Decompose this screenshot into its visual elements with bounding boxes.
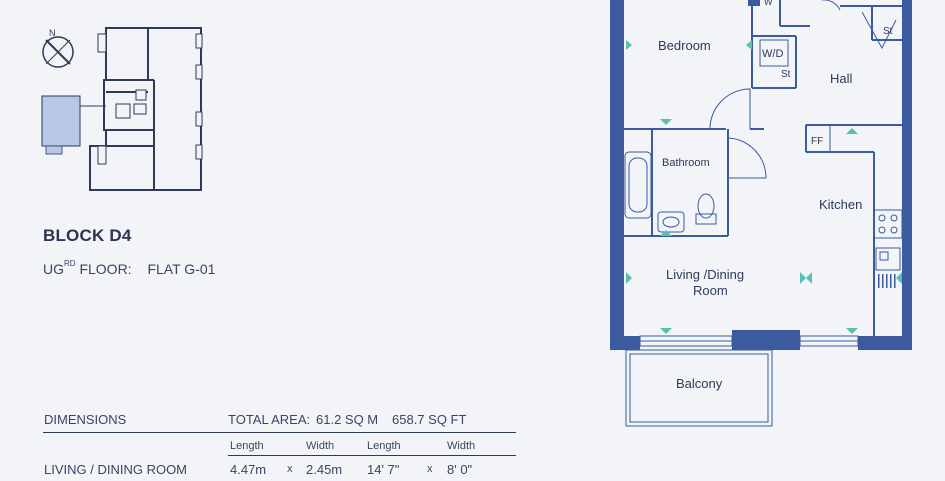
times-sign: x	[287, 463, 293, 475]
block-title: BLOCK D4	[43, 226, 132, 245]
accent-markers	[626, 40, 902, 334]
col-header-length-ft: Length	[367, 440, 401, 452]
room-label-bedroom: Bedroom	[658, 38, 711, 53]
divider	[228, 455, 516, 456]
washer-dryer-icon	[759, 39, 789, 67]
room-label-storage: St	[781, 69, 791, 80]
floor-level: UG	[43, 261, 64, 277]
floor-word: FLOOR:	[79, 261, 132, 277]
north-label: N	[49, 28, 56, 38]
col-header-width-m: Width	[306, 440, 335, 452]
kitchen-sink-icon	[875, 247, 901, 271]
room-name: LIVING / DINING ROOM	[44, 462, 188, 477]
floor-line: UGRD FLOOR: FLAT G-01	[43, 259, 216, 277]
col-header-length-m: Length	[230, 440, 264, 452]
width-ft: 8' 0"	[447, 462, 473, 477]
room-label-kitchen: Kitchen	[819, 197, 862, 212]
room-label-balcony: Balcony	[676, 376, 723, 391]
room-label-wardrobe: W	[764, 0, 773, 7]
sink-icon	[657, 211, 685, 233]
key-plan: N	[41, 27, 203, 191]
radiator-icon	[878, 274, 896, 288]
total-area-sqft: 658.7 SQ FT	[392, 412, 467, 427]
room-label-fridge-freezer: FF	[811, 136, 823, 147]
dimensions-heading: DIMENSIONS	[44, 412, 127, 427]
room-label-bathroom: Bathroom	[662, 157, 710, 169]
width-m: 2.45m	[306, 462, 343, 477]
outer-walls	[610, 0, 912, 350]
times-sign: x	[427, 463, 433, 475]
length-ft: 14' 7"	[367, 462, 400, 477]
north-compass-icon: N	[42, 28, 74, 68]
floor-plan: Bedroom W/D St St Hall Bathroom FF Kitch…	[610, 0, 912, 427]
total-area-label: TOTAL AREA:	[228, 412, 311, 427]
room-label-living-dining: Living /Dining	[666, 267, 744, 282]
col-header-width-ft: Width	[447, 440, 476, 452]
bathtub-icon	[624, 151, 652, 219]
length-m: 4.47m	[230, 462, 267, 477]
room-label-hall: Hall	[830, 71, 853, 86]
total-area-sqm: 61.2 SQ M	[316, 412, 379, 427]
floor-level-sup: RD	[64, 259, 76, 269]
fridge-freezer-icon	[805, 124, 831, 153]
room-label-storage-2: St	[883, 26, 893, 37]
divider	[43, 432, 516, 433]
flat-number: FLAT G-01	[147, 261, 216, 277]
windows	[639, 335, 859, 347]
highlighted-flat	[41, 95, 81, 147]
door-swings	[709, 0, 897, 179]
hob-icon	[873, 209, 903, 239]
room-label-room: Room	[693, 283, 728, 298]
balcony-outline	[625, 349, 773, 427]
room-label-washer-dryer: W/D	[762, 48, 783, 60]
toilet-icon	[695, 193, 717, 225]
